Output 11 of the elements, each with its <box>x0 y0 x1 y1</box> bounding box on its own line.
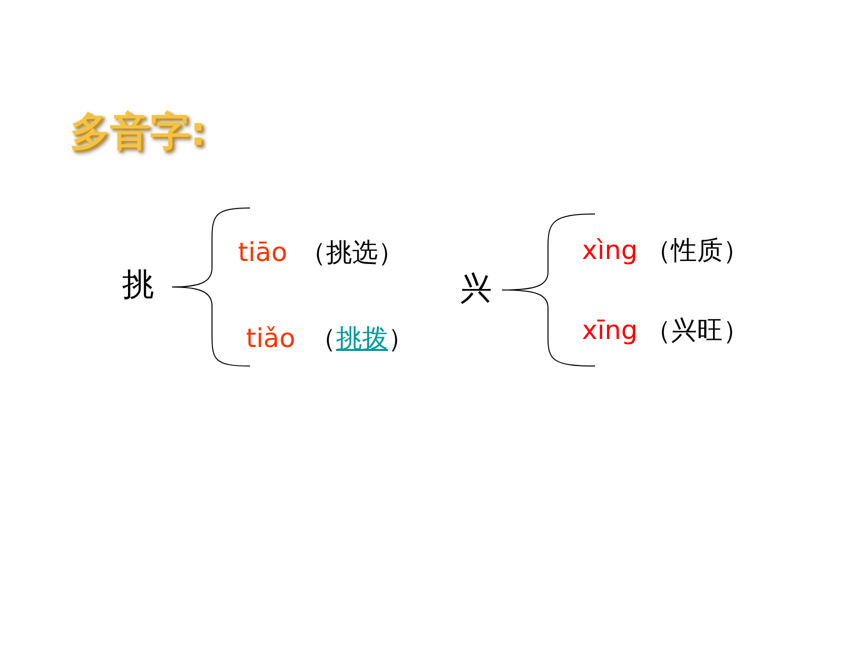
pinyin: tiǎo <box>246 326 296 352</box>
example-word: （性质） <box>645 238 749 264</box>
pinyin: tiāo <box>238 240 288 266</box>
example-word: （挑拨） <box>310 326 414 352</box>
slide-title: 多音字: <box>70 112 206 152</box>
pinyin: xīng <box>582 318 638 344</box>
example-word: （挑选） <box>300 240 404 266</box>
character: 挑 <box>122 268 154 300</box>
pinyin: xìng <box>582 238 638 264</box>
character: 兴 <box>460 272 492 304</box>
example-word: （兴旺） <box>645 318 749 344</box>
